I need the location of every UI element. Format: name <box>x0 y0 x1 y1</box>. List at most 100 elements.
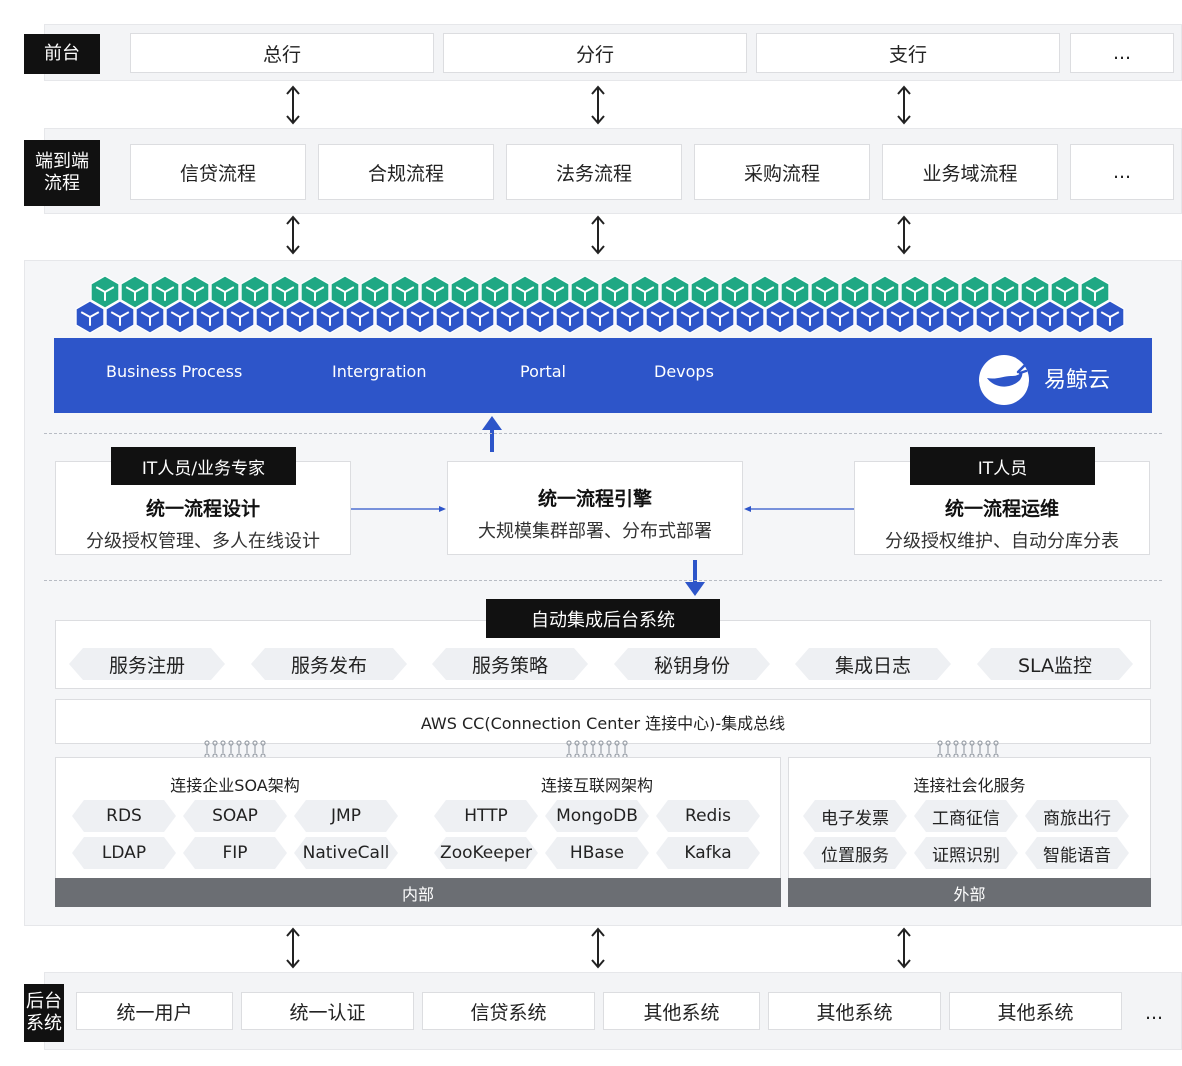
hexagon-cube-icon <box>810 275 840 309</box>
service-secret-identity: 秘钥身份 <box>614 648 770 680</box>
hexagon-cube-icon <box>255 300 285 334</box>
hexagon-cube-icon <box>240 275 270 309</box>
bidirectional-arrow-icon <box>286 85 300 125</box>
front-label: 前台 <box>24 34 100 74</box>
chip-zookeeper: ZooKeeper <box>434 837 538 869</box>
hexagon-cube-icon <box>765 300 795 334</box>
back-item-other-3: 其他系统 <box>949 992 1122 1030</box>
service-sla: SLA监控 <box>977 648 1133 680</box>
hexagon-cube-icon <box>960 275 990 309</box>
chip-license-ocr: 证照识别 <box>914 837 1018 869</box>
hexagon-cube-icon <box>165 300 195 334</box>
hexagon-cube-icon <box>1050 275 1080 309</box>
front-item-more: ... <box>1070 33 1174 73</box>
front-item-sub-branch: 支行 <box>756 33 1060 73</box>
hexagon-cube-icon <box>300 275 330 309</box>
hexagon-cube-icon <box>915 300 945 334</box>
hexagon-cube-icon <box>585 300 615 334</box>
internal-footer: 内部 <box>55 878 781 907</box>
hexagon-cube-icon <box>990 275 1020 309</box>
hexagon-cube-icon <box>750 275 780 309</box>
ops-title: 统一流程运维 <box>944 498 1059 520</box>
hexagon-cube-icon <box>150 275 180 309</box>
chip-http: HTTP <box>434 800 538 832</box>
tab-integration[interactable]: Intergration <box>332 362 427 381</box>
soa-group-title: 连接企业SOA架构 <box>170 776 300 795</box>
hexagon-cube-icon <box>480 275 510 309</box>
hexagon-cube-icon <box>135 300 165 334</box>
divider-line <box>44 433 1162 434</box>
hexagon-cube-icon <box>975 300 1005 334</box>
hexagon-cube-layer <box>75 275 1125 334</box>
bidirectional-arrow-icon <box>591 85 605 125</box>
hexagon-cube-icon <box>870 275 900 309</box>
bus-label: AWS CC(Connection Center 连接中心)-集成总线 <box>420 713 786 733</box>
hexagon-cube-icon <box>195 300 225 334</box>
hexagon-cube-icon <box>270 275 300 309</box>
hexagon-cube-icon <box>555 300 585 334</box>
service-log: 集成日志 <box>795 648 951 680</box>
platform-bar: Business Process Intergration Portal Dev… <box>54 338 1152 413</box>
chip-jmp: JMP <box>294 800 398 832</box>
hexagon-cube-icon <box>840 275 870 309</box>
hexagon-cube-icon <box>405 300 435 334</box>
hexagon-cube-icon <box>855 300 885 334</box>
bus-bar: AWS CC(Connection Center 连接中心)-集成总线 <box>55 699 1151 744</box>
e2e-label: 端到端 流程 <box>24 140 100 206</box>
hexagon-cube-icon <box>435 300 465 334</box>
back-item-unified-user: 统一用户 <box>76 992 233 1030</box>
hexagon-cube-icon <box>330 275 360 309</box>
back-label-line2: 系统 <box>26 1013 62 1034</box>
hexagon-cube-icon <box>210 275 240 309</box>
chip-business-credit: 工商征信 <box>914 800 1018 832</box>
external-footer: 外部 <box>788 878 1151 907</box>
whale-logo-icon <box>979 355 1029 405</box>
hexagon-cube-icon <box>285 300 315 334</box>
service-publish: 服务发布 <box>251 648 407 680</box>
bidirectional-arrow-icon <box>897 927 911 969</box>
hexagon-cube-icon <box>390 275 420 309</box>
hexagon-cube-icon <box>615 300 645 334</box>
hexagon-cube-icon <box>1035 300 1065 334</box>
tab-devops[interactable]: Devops <box>654 362 714 381</box>
bidirectional-arrow-icon <box>897 215 911 255</box>
hexagon-cube-icon <box>945 300 975 334</box>
e2e-item-procurement: 采购流程 <box>694 144 870 200</box>
front-item-branch: 分行 <box>443 33 747 73</box>
chip-location: 位置服务 <box>803 837 907 869</box>
back-item-credit-system: 信贷系统 <box>422 992 595 1030</box>
brand-name: 易鲸云 <box>1044 368 1111 393</box>
engine-title: 统一流程引擎 <box>537 488 652 510</box>
hexagon-cube-icon <box>315 300 345 334</box>
chip-travel: 商旅出行 <box>1025 800 1129 832</box>
tab-portal[interactable]: Portal <box>520 362 566 381</box>
chip-kafka: Kafka <box>656 837 760 869</box>
chip-soap: SOAP <box>183 800 287 832</box>
hexagon-cube-icon <box>1080 275 1110 309</box>
hexagon-cube-icon <box>1095 300 1125 334</box>
e2e-item-legal: 法务流程 <box>506 144 682 200</box>
hexagon-cube-icon <box>825 300 855 334</box>
hexagon-cube-icon <box>180 275 210 309</box>
chip-fip: FIP <box>183 837 287 869</box>
down-arrow-icon <box>685 560 705 596</box>
hexagon-cube-icon <box>930 275 960 309</box>
engine-desc: 大规模集群部署、分布式部署 <box>478 521 712 542</box>
hexagon-cube-icon <box>885 300 915 334</box>
hexagon-cube-icon <box>570 275 600 309</box>
bidirectional-arrow-icon <box>286 215 300 255</box>
back-item-unified-auth: 统一认证 <box>241 992 414 1030</box>
hexagon-cube-icon <box>75 300 105 334</box>
connector-arrow-icon <box>351 506 446 512</box>
chip-hbase: HBase <box>545 837 649 869</box>
hexagon-cube-icon <box>525 300 555 334</box>
hexagon-cube-icon <box>120 275 150 309</box>
e2e-item-business-domain: 业务域流程 <box>882 144 1058 200</box>
chip-rds: RDS <box>72 800 176 832</box>
connector-pins-icon <box>566 740 628 759</box>
external-group-title: 连接社会化服务 <box>913 776 1026 795</box>
engine-card: 统一流程引擎 大规模集群部署、分布式部署 <box>447 461 743 555</box>
hexagon-cube-icon <box>630 275 660 309</box>
back-label-line1: 后台 <box>26 991 62 1012</box>
tab-business-process[interactable]: Business Process <box>106 362 243 381</box>
